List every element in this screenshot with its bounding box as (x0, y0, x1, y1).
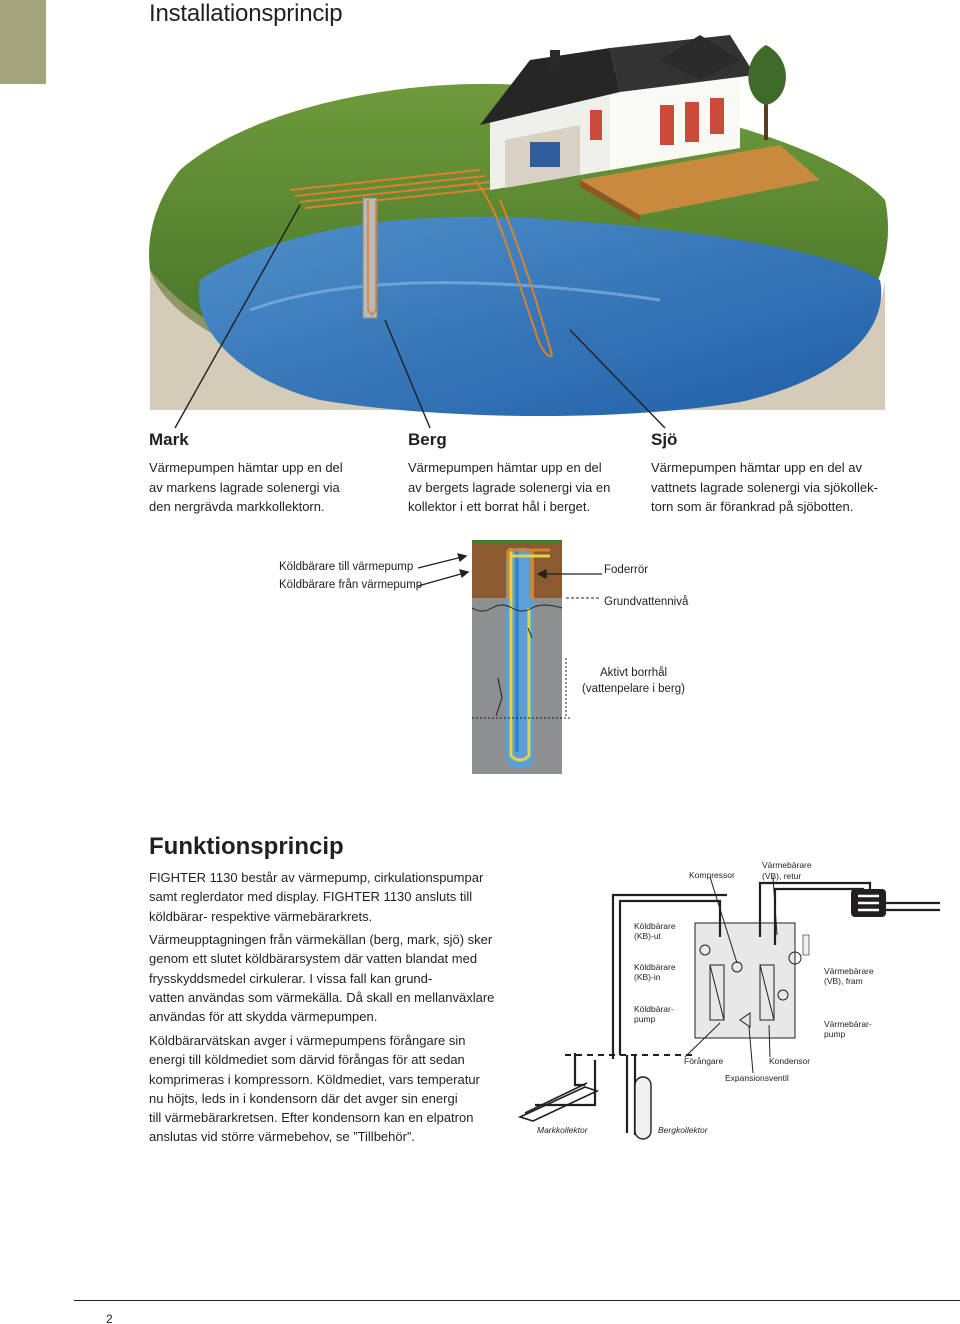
installation-illustration (149, 35, 889, 429)
label-kondensor: Kondensor (769, 1056, 811, 1066)
label-kb-pump-2: pump (634, 1014, 656, 1024)
label-forangare: Förångare (684, 1056, 724, 1066)
label-kompressor: Kompressor (689, 870, 735, 880)
page-number: 2 (106, 1312, 113, 1324)
label-water-column: (vattenpelare i berg) (582, 683, 685, 695)
label-kb-ut-1: Köldbärare (634, 921, 676, 931)
sjo-description: Värmepumpen hämtar upp en del av vattnet… (651, 460, 878, 514)
page-title: Installationsprincip (149, 0, 343, 27)
label-vb-pump-2: pump (824, 1029, 846, 1039)
berg-heading: Berg (408, 430, 447, 449)
label-casing: Foderrör (604, 564, 649, 576)
label-kb-ut-2: (KB)-ut (634, 931, 661, 941)
label-vb-fram-2: (VB), fram (824, 976, 863, 986)
footer-rule (74, 1300, 960, 1301)
function-heading: Funktionsprincip (149, 833, 344, 860)
function-paragraph-2: Värmeupptagningen från värmekällan (berg… (149, 932, 495, 1025)
label-markkollektor: Markkollektor (537, 1125, 588, 1135)
label-vb-pump-1: Värmebärar- (824, 1019, 872, 1029)
label-to-pump: Köldbärare till värmepump (279, 561, 414, 573)
label-from-pump: Köldbärare från värmepump (279, 579, 423, 591)
label-vb-retur-1: Värmebärare (762, 860, 812, 870)
label-active-borehole: Aktivt borrhål (600, 667, 668, 679)
sjo-heading: Sjö (651, 430, 678, 449)
berg-description: Värmepumpen hämtar upp en del av bergets… (408, 460, 611, 514)
label-vb-retur-2: (VB), retur (762, 871, 802, 881)
function-paragraph-3: Köldbärarvätskan avger i värmepumpens fö… (149, 1033, 480, 1145)
mark-description: Värmepumpen hämtar upp en del av markens… (149, 460, 343, 514)
function-paragraph-1: FIGHTER 1130 består av värmepump, cirkul… (149, 870, 484, 924)
label-kb-in-1: Köldbärare (634, 962, 676, 972)
label-kb-in-2: (KB)-in (634, 972, 661, 982)
label-bergkollektor: Bergkollektor (658, 1125, 708, 1135)
label-vb-fram-1: Värmebärare (824, 966, 874, 976)
borehole-diagram (417, 540, 602, 774)
heat-pump-schematic (517, 876, 940, 1140)
label-expansionsventil: Expansionsventil (725, 1073, 789, 1083)
label-groundwater: Grundvattennivå (604, 596, 689, 608)
mark-heading: Mark (149, 430, 189, 449)
chapter-tab (0, 0, 46, 84)
label-kb-pump-1: Köldbärar- (634, 1004, 674, 1014)
